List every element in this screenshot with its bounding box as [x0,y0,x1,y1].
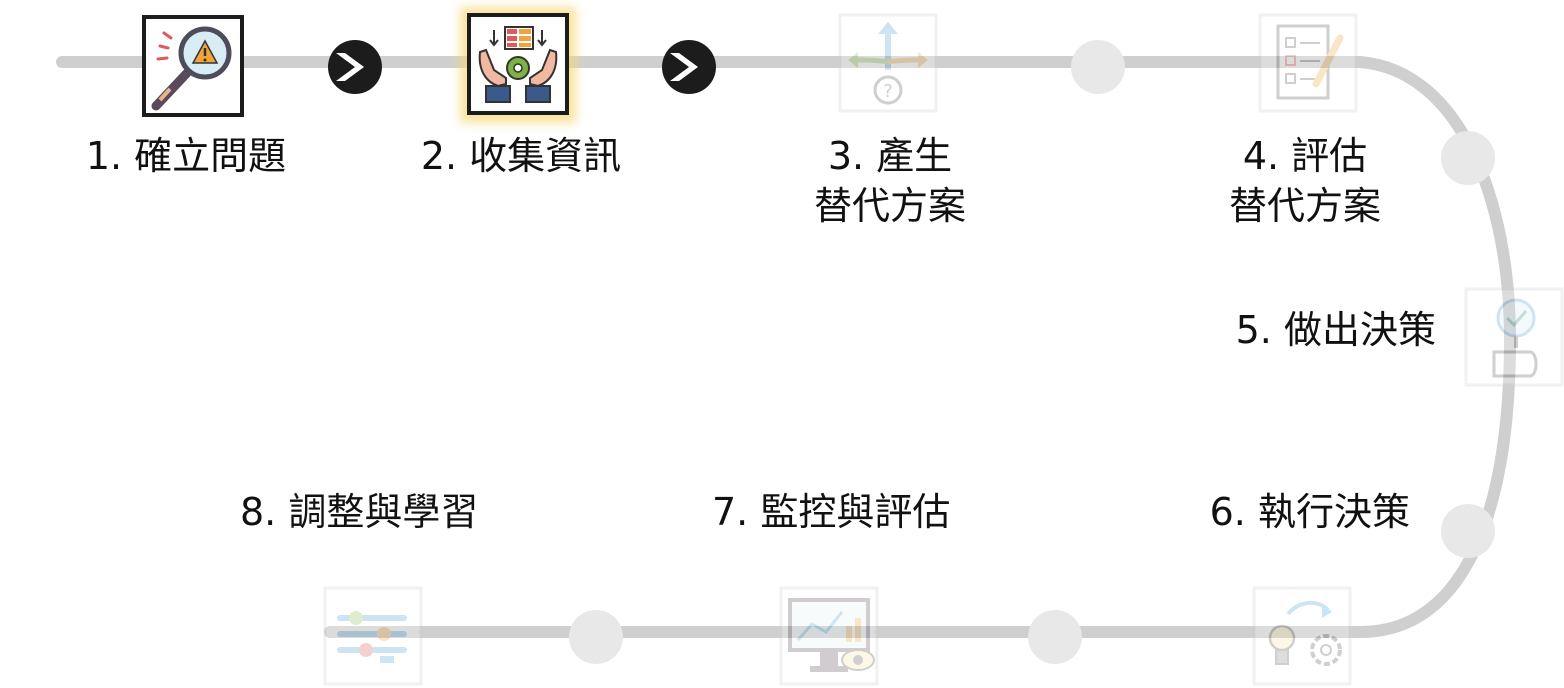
step-2-icon [460,7,576,123]
idea-gear-icon [1268,601,1342,666]
hand-check-icon [1492,298,1538,378]
magnifier-warning-icon [151,26,232,111]
step-7-label: 7. 監控與評估 [712,490,951,534]
svg-text:?: ? [883,81,893,102]
step-8-icon [323,586,423,686]
connector-7-8 [569,610,623,664]
sliders-adjust-icon [337,611,407,663]
flow-track [56,56,1517,638]
connector-1-2 [328,40,382,94]
monitor-chart-eye-icon [788,598,875,672]
step-8-label: 8. 調整與學習 [240,490,479,534]
step-1-icon [142,15,244,117]
step-6-icon [1252,586,1352,686]
step-4-icon [1258,13,1358,113]
hands-data-gear-icon [478,26,558,103]
connector-6-7 [1028,610,1082,664]
step-2-label: 2. 收集資訊 [420,134,622,178]
step-1-label: 1. 確立問題 [85,134,287,178]
branching-arrows-question-icon: ? [848,22,928,105]
connector-3-4 [1071,40,1125,94]
step-5-icon [1464,287,1564,387]
step-6-label: 6. 執行決策 [1209,490,1410,534]
step-3-icon: ? [838,13,938,113]
step-7-icon [779,586,879,686]
step-4-label: 4. 評估 替代方案 [1228,134,1381,228]
step-5-label: 5. 做出決策 [1235,308,1436,352]
step-3-label: 3. 產生 替代方案 [813,134,966,228]
connector-4-5 [1441,131,1495,185]
connector-2-3 [662,40,716,94]
checklist-pencil-icon [1276,24,1344,100]
connector-5-6 [1441,504,1495,558]
